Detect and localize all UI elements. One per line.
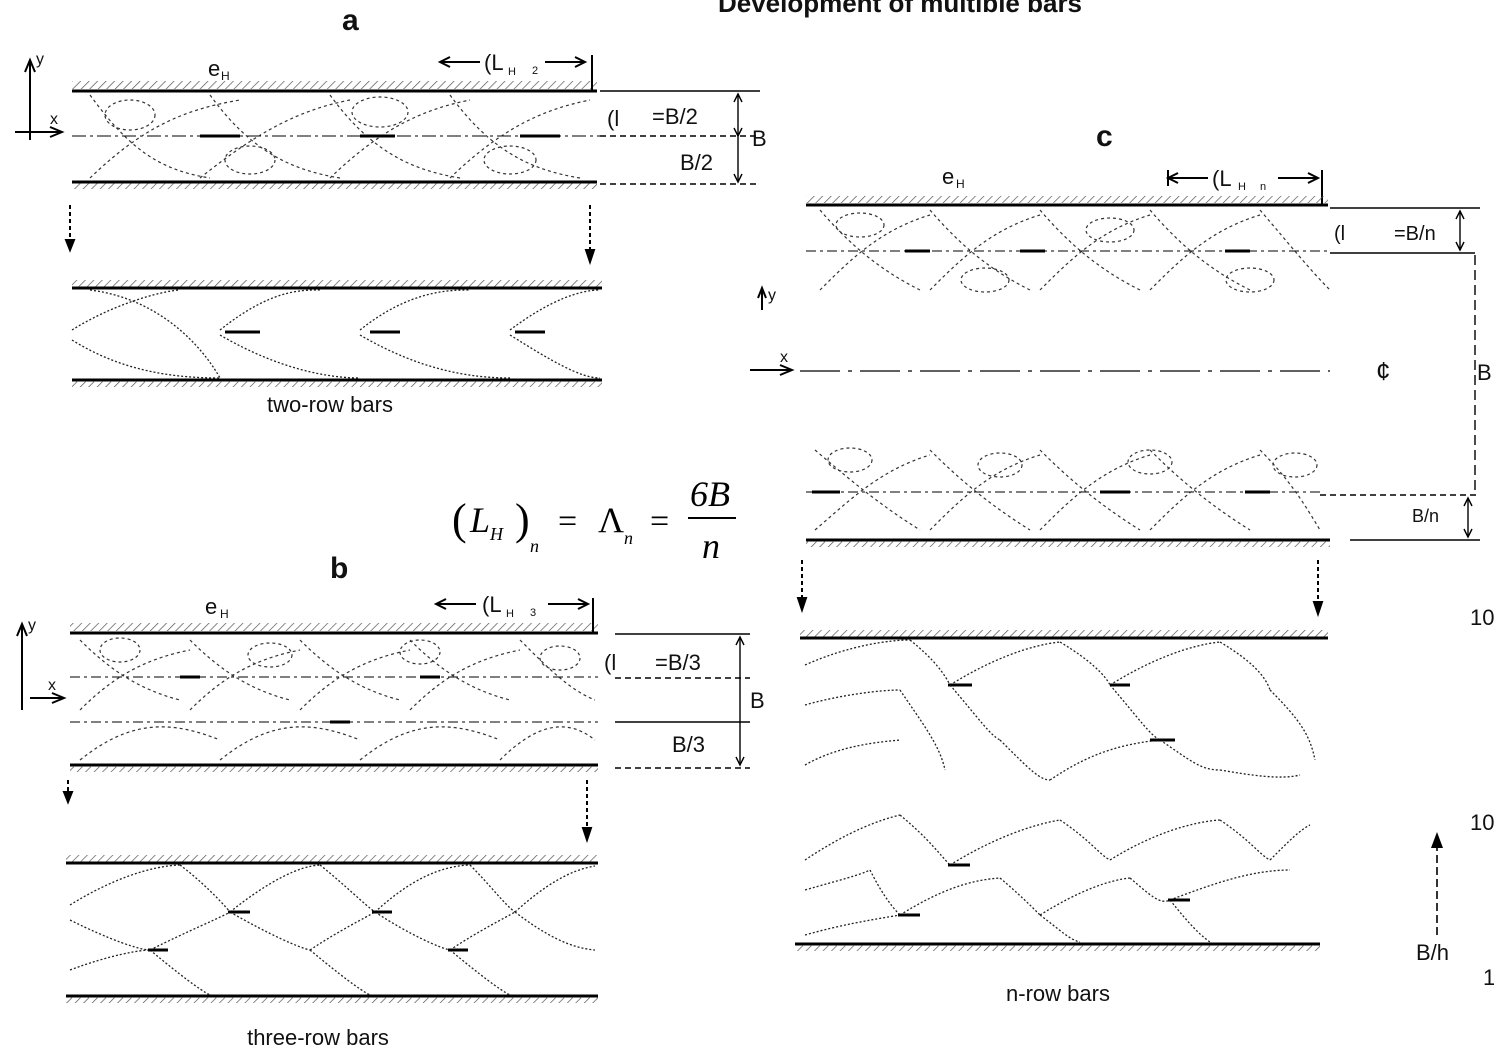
panel-b-axis-x: x — [48, 677, 56, 694]
side-axis: 10 10 1 B/h — [1416, 605, 1494, 990]
panel-c-lower-bars — [804, 639, 1316, 781]
panel-b-e-sub: H — [220, 607, 229, 621]
panel-c-bars-top — [819, 209, 1331, 293]
eq-numerator: 6B — [690, 474, 730, 514]
panel-a-axis-x: x — [50, 111, 58, 128]
panel-c-lower-fronts — [948, 683, 1175, 742]
panel-c-axes — [750, 285, 795, 376]
panel-b-lower-bars — [69, 864, 596, 996]
panel-a-lower-bars — [71, 289, 601, 379]
panel-a-wavelength-arrow — [437, 55, 593, 92]
panel-a-lower-bank-top-hatch — [72, 280, 602, 287]
side-axis-tick-2: 10 — [1470, 810, 1494, 835]
panel-b-halfwidth-bottom: B/3 — [672, 732, 705, 757]
panel-c-bank-top-hatch — [806, 196, 1328, 203]
wavelength-equation: ( L H ) n = Λ n = 6B n — [452, 474, 736, 566]
eq-equals-2: = — [650, 503, 669, 540]
panel-c-wavelength-sub: H — [1238, 181, 1246, 193]
panel-c-halfwidth-top: (l — [1334, 223, 1345, 245]
panel-c-transition-arrows — [796, 560, 1324, 618]
panel-c-bottom-bars — [804, 814, 1311, 943]
panel-a-e-sub: H — [221, 69, 230, 83]
side-axis-tick-1: 10 — [1470, 605, 1494, 630]
panel-a-bars-top — [89, 94, 591, 179]
panel-c-width: B — [1477, 360, 1492, 385]
panel-a-dims — [600, 90, 760, 185]
panel-b-halfwidth-eq: =B/3 — [655, 650, 701, 675]
panel-c-caption: n-row bars — [1006, 981, 1110, 1006]
panel-a-bank-bot-hatch — [72, 183, 597, 189]
panel-c: c e H (L H n — [750, 120, 1492, 1006]
panel-c-bank-bot-hatch — [806, 541, 1330, 547]
panel-b-wavelength-sub: H — [506, 608, 514, 620]
panel-b-lower-bank-top-hatch — [66, 855, 598, 862]
panel-b-bank-top-hatch — [70, 623, 598, 631]
panel-c-bars-bottom — [814, 447, 1321, 531]
panel-a-wavelength-n: 2 — [532, 65, 538, 77]
panel-a-halfwidth-bottom: B/2 — [680, 150, 713, 175]
panel-a-wavelength-label: (L — [484, 50, 504, 75]
panel-a-halfwidth-top: (l — [607, 106, 619, 131]
panel-c-letter: c — [1096, 120, 1113, 153]
panel-b-letter: b — [330, 552, 348, 585]
panel-c-lower-bank-top-hatch — [800, 630, 1328, 637]
panel-a-lower-bank-bot-hatch — [72, 381, 602, 387]
panel-b-bars — [79, 637, 596, 761]
panel-c-e-sub: H — [956, 177, 965, 191]
panel-a-caption: two-row bars — [267, 392, 393, 417]
eq-equals-1: = — [558, 503, 577, 540]
eq-lambda-sub: n — [624, 528, 633, 548]
panel-c-centerline-symbol: ¢ — [1376, 356, 1390, 386]
panel-c-halfwidth-bottom: B/n — [1412, 506, 1439, 526]
panel-b-caption: three-row bars — [247, 1025, 389, 1050]
panel-c-axis-x: x — [780, 349, 788, 366]
panel-a-e-label: e — [208, 56, 220, 81]
eq-paren-close: ) — [515, 495, 530, 544]
panel-c-wavelength-n: n — [1260, 181, 1266, 193]
figure-title: Development of multible bars — [718, 0, 1082, 18]
panel-a-halfwidth-eq: =B/2 — [652, 104, 698, 129]
panel-b-axes — [16, 621, 67, 710]
panel-c-dims — [1320, 207, 1480, 541]
panel-a-axis-y: y — [36, 51, 44, 68]
side-axis-tick-3: 1 — [1483, 965, 1494, 990]
panel-b-bank-bot-hatch — [70, 766, 598, 772]
eq-lhs: L — [469, 500, 490, 540]
panel-b-lower-fronts — [148, 910, 468, 952]
panel-b-wavelength-label: (L — [482, 592, 502, 617]
panel-b-lower-bank-bot-hatch — [66, 997, 598, 1003]
panel-a-wavelength-sub: H — [508, 66, 516, 78]
panel-b-transition-arrows — [62, 780, 593, 844]
panel-b-halfwidth-top: (l — [604, 650, 616, 675]
panel-a: a y x — [15, 4, 767, 417]
panel-b-e-label: e — [205, 594, 217, 619]
panel-b-axis-y: y — [28, 617, 36, 634]
panel-c-lower-bank-bot-hatch — [795, 945, 1320, 951]
eq-lambda: Λ — [598, 500, 624, 540]
side-axis-label: B/h — [1416, 940, 1449, 965]
panel-b-wavelength-arrow — [433, 598, 594, 633]
side-axis-arrow-head — [1431, 832, 1443, 848]
panel-b-width: B — [750, 688, 765, 713]
panel-a-letter: a — [342, 4, 359, 37]
panel-a-transition-arrows — [64, 205, 596, 266]
eq-denominator: n — [702, 526, 720, 566]
panel-b-bar-fronts — [180, 675, 440, 724]
panel-a-width: B — [752, 126, 767, 151]
panel-c-axis-y: y — [768, 287, 776, 304]
panel-c-wavelength-label: (L — [1212, 166, 1232, 191]
panel-b-dims — [615, 633, 750, 769]
panel-b: b y x — [16, 552, 765, 1050]
eq-lhs-n: n — [530, 536, 539, 556]
eq-lhs-sub: H — [489, 524, 504, 544]
eq-paren-open: ( — [452, 495, 467, 544]
panel-c-bottom-fronts — [898, 863, 1190, 917]
panel-a-axes — [15, 57, 65, 140]
panel-b-wavelength-n: 3 — [530, 607, 536, 619]
panel-a-bank-top-hatch — [72, 81, 597, 89]
panel-c-halfwidth-eq: =B/n — [1394, 223, 1436, 245]
panel-c-e-label: e — [942, 164, 954, 189]
